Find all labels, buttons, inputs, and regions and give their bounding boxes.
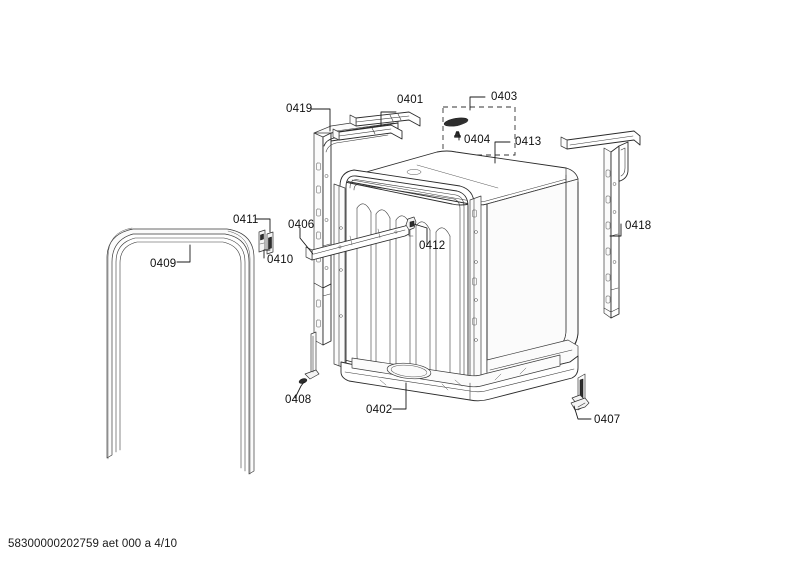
leader-lines xyxy=(176,96,622,420)
part-label-0407: 0407 xyxy=(594,414,620,426)
leader-0410 xyxy=(255,218,271,233)
leader-0404 xyxy=(456,132,460,141)
part-0411-door-seal xyxy=(106,227,255,475)
leader-0409 xyxy=(263,249,271,259)
leader-0419 xyxy=(310,108,331,132)
drawing-footer-text: 58300000202759 aet 000 a 4/10 xyxy=(8,538,178,550)
leader-0407 xyxy=(573,405,592,420)
part-0406-cross-rail xyxy=(305,223,410,261)
part-label-0406: 0406 xyxy=(288,219,314,231)
part-label-0401: 0401 xyxy=(397,94,423,106)
part-label-0418: 0418 xyxy=(625,220,651,232)
dashed-boundary-box xyxy=(442,106,516,156)
part-label-0411: 0409 xyxy=(150,258,176,270)
leader-0408 xyxy=(294,381,305,399)
leader-0412 xyxy=(413,223,428,246)
part-label-0410: 0411 xyxy=(233,214,259,226)
part-0408-pin-rod xyxy=(298,331,320,384)
leader-0402 xyxy=(392,382,407,410)
part-0413-tub-body xyxy=(333,150,579,395)
leader-0418 xyxy=(609,223,622,237)
part-label-0402: 0402 xyxy=(366,404,392,416)
part-0403-0404-group xyxy=(442,106,516,156)
part-0418-right-bracket xyxy=(560,130,641,319)
part-0401-trim-strips xyxy=(332,111,421,141)
leader-0413 xyxy=(494,141,511,164)
part-0403-oval-cap xyxy=(443,117,469,127)
part-0404-fastener xyxy=(454,131,461,138)
leader-0401 xyxy=(380,111,397,127)
part-label-0408: 0408 xyxy=(285,394,311,406)
part-0410-hinge-block xyxy=(258,229,266,253)
leader-0411 xyxy=(176,244,191,263)
part-0409-clip xyxy=(266,231,274,255)
part-label-0409: 0410 xyxy=(267,254,293,266)
part-0402-tub-base xyxy=(340,354,579,402)
part-label-0413: 0413 xyxy=(515,136,541,148)
part-label-0419: 0419 xyxy=(286,103,312,115)
leader-0403 xyxy=(469,96,486,111)
part-0412-retaining-clip xyxy=(405,216,417,237)
part-labels: 0419 0401 0403 0404 0413 0418 0412 0406 … xyxy=(150,91,651,426)
part-0407-lower-bracket xyxy=(570,373,590,411)
part-label-0404: 0404 xyxy=(464,134,491,146)
part-label-0412: 0412 xyxy=(419,240,445,252)
part-label-0403: 0403 xyxy=(491,91,517,103)
leader-0406 xyxy=(299,227,314,255)
